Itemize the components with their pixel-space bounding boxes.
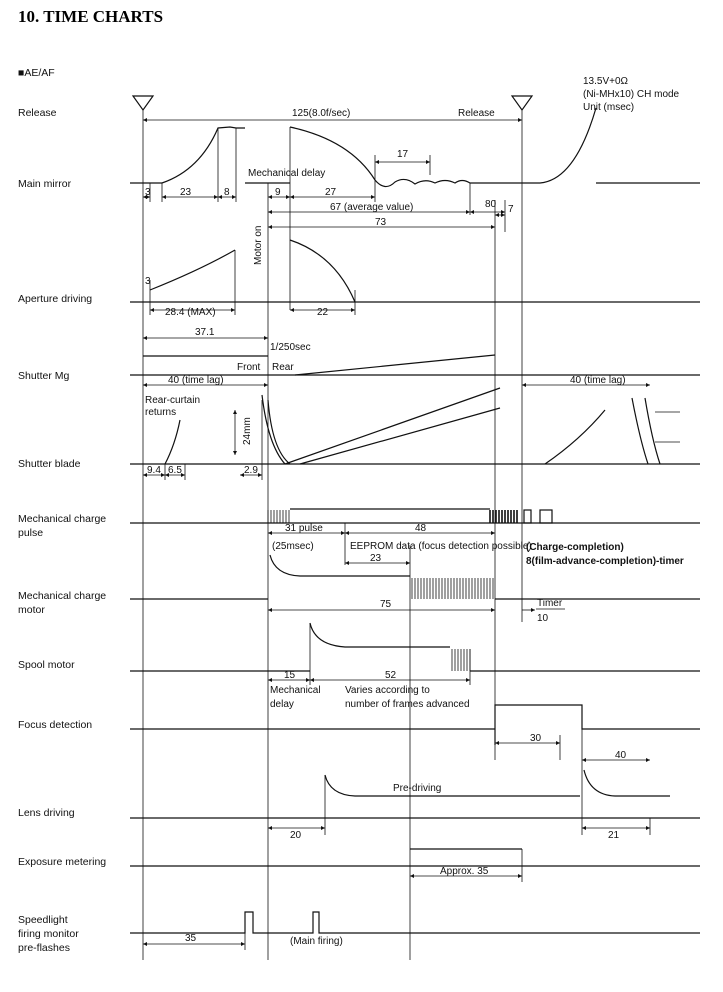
svg-text:Pre-driving: Pre-driving <box>393 783 441 794</box>
svg-text:EEPROM data (focus detection p: EEPROM data (focus detection possible) <box>350 541 532 552</box>
main-mirror-row: 3 23 8 9 27 Mechanical delay 17 67 (aver… <box>130 107 700 960</box>
svg-text:125(8.0f/sec): 125(8.0f/sec) <box>292 108 350 119</box>
svg-text:Rear: Rear <box>272 362 294 373</box>
row-mc-pulse: Mechanical charge <box>18 513 106 525</box>
svg-text:48: 48 <box>415 523 427 534</box>
svg-text:40 (time lag): 40 (time lag) <box>168 375 224 386</box>
page-title: 10. TIME CHARTS <box>18 7 163 26</box>
svg-text:8(film-advance-completion)-tim: 8(film-advance-completion)-timer <box>526 556 684 567</box>
svg-text:number of frames advanced: number of frames advanced <box>345 699 470 710</box>
row-shutter-mg: Shutter Mg <box>18 370 70 382</box>
conditions-note: 13.5V+0Ω (Ni-MHx10) CH mode Unit (msec) <box>583 76 680 113</box>
svg-text:24mm: 24mm <box>242 417 253 445</box>
svg-text:31 pulse: 31 pulse <box>285 523 323 534</box>
svg-text:pulse: pulse <box>18 527 43 539</box>
svg-text:Varies according to: Varies according to <box>345 685 430 696</box>
spool-motor-row: 15 52 Mechanical delay Varies according … <box>130 622 700 710</box>
aperture-row: Motor on 3 28.4 (MAX) 22 37.1 1/250sec <box>130 226 700 353</box>
svg-text:firing monitor: firing monitor <box>18 928 79 940</box>
svg-text:23: 23 <box>180 187 192 198</box>
row-speedlight: Speedlight <box>18 914 68 926</box>
svg-text:(Charge-completion): (Charge-completion) <box>526 542 624 553</box>
svg-text:15: 15 <box>284 670 296 681</box>
row-lens: Lens driving <box>18 807 75 819</box>
svg-text:30: 30 <box>530 733 542 744</box>
svg-text:Mechanical delay: Mechanical delay <box>248 168 325 179</box>
section-label: ■AE/AF <box>18 67 55 79</box>
svg-text:75: 75 <box>380 599 392 610</box>
svg-text:Rear-curtain: Rear-curtain <box>145 395 200 406</box>
svg-text:67 (average value): 67 (average value) <box>330 202 413 213</box>
svg-text:28.4 (MAX): 28.4 (MAX) <box>165 307 216 318</box>
svg-text:2.9: 2.9 <box>244 465 258 476</box>
row-release: Release <box>18 107 57 119</box>
svg-text:(25msec): (25msec) <box>272 541 314 552</box>
svg-text:10: 10 <box>537 613 549 624</box>
row-mc-motor: Mechanical charge <box>18 590 106 602</box>
svg-text:(Ni-MHx10) CH mode: (Ni-MHx10) CH mode <box>583 89 680 100</box>
row-labels: Release Main mirror Aperture driving Shu… <box>18 107 106 954</box>
lens-driving-row: Pre-driving 20 21 <box>130 769 700 841</box>
row-main-mirror: Main mirror <box>18 178 72 190</box>
svg-text:35: 35 <box>185 933 197 944</box>
svg-text:Approx. 35: Approx. 35 <box>440 866 489 877</box>
row-aperture: Aperture driving <box>18 293 92 305</box>
svg-text:1/250sec: 1/250sec <box>270 342 311 353</box>
svg-text:returns: returns <box>145 407 176 418</box>
svg-text:80: 80 <box>485 199 497 210</box>
row-spool: Spool motor <box>18 659 75 671</box>
release-row: 125(8.0f/sec) Release <box>131 95 534 960</box>
speedlight-row: 35 (Main firing) <box>130 911 700 950</box>
mech-charge-motor-row: 75 Timer 10 <box>130 554 700 624</box>
svg-text:40 (time lag): 40 (time lag) <box>570 375 626 386</box>
svg-text:delay: delay <box>270 699 294 710</box>
svg-text:3: 3 <box>145 187 151 198</box>
svg-text:Timer: Timer <box>537 598 563 609</box>
svg-text:Motor on: Motor on <box>253 226 264 265</box>
shutter-blade-row: 24mm Rear-curtain returns 9.4 6.5 2.9 <box>130 387 700 480</box>
release-triangle-icon <box>510 95 534 112</box>
svg-text:37.1: 37.1 <box>195 327 215 338</box>
svg-text:(Main firing): (Main firing) <box>290 936 343 947</box>
svg-text:3: 3 <box>145 276 151 287</box>
svg-text:52: 52 <box>385 670 397 681</box>
svg-text:40: 40 <box>615 750 627 761</box>
svg-text:13.5V+0Ω: 13.5V+0Ω <box>583 76 629 87</box>
svg-text:Front: Front <box>237 362 261 373</box>
svg-text:23: 23 <box>370 553 382 564</box>
svg-text:motor: motor <box>18 604 45 616</box>
release-triangle-icon <box>131 95 155 112</box>
svg-text:73: 73 <box>375 217 387 228</box>
svg-text:Release: Release <box>458 108 495 119</box>
svg-text:20: 20 <box>290 830 302 841</box>
svg-text:21: 21 <box>608 830 620 841</box>
svg-text:pre-flashes: pre-flashes <box>18 942 70 954</box>
row-focus: Focus detection <box>18 719 92 731</box>
exposure-metering-row: Approx. 35 <box>130 848 700 882</box>
svg-text:6.5: 6.5 <box>168 465 182 476</box>
svg-text:17: 17 <box>397 149 409 160</box>
shutter-mg-row: Front Rear 40 (time lag) 40 (time lag) <box>130 354 700 387</box>
svg-text:7: 7 <box>508 204 514 215</box>
svg-text:9: 9 <box>275 187 281 198</box>
svg-text:9.4: 9.4 <box>147 465 161 476</box>
svg-text:Mechanical: Mechanical <box>270 685 321 696</box>
svg-text:27: 27 <box>325 187 337 198</box>
row-shutter-blade: Shutter blade <box>18 458 81 470</box>
svg-text:22: 22 <box>317 307 329 318</box>
svg-text:8: 8 <box>224 187 230 198</box>
mech-charge-pulse-row: 31 pulse (25msec) 48 EEPROM data (focus … <box>130 508 700 960</box>
row-exposure: Exposure metering <box>18 856 106 868</box>
focus-detection-row: 30 40 <box>130 704 700 835</box>
svg-text:Unit (msec): Unit (msec) <box>583 102 634 113</box>
